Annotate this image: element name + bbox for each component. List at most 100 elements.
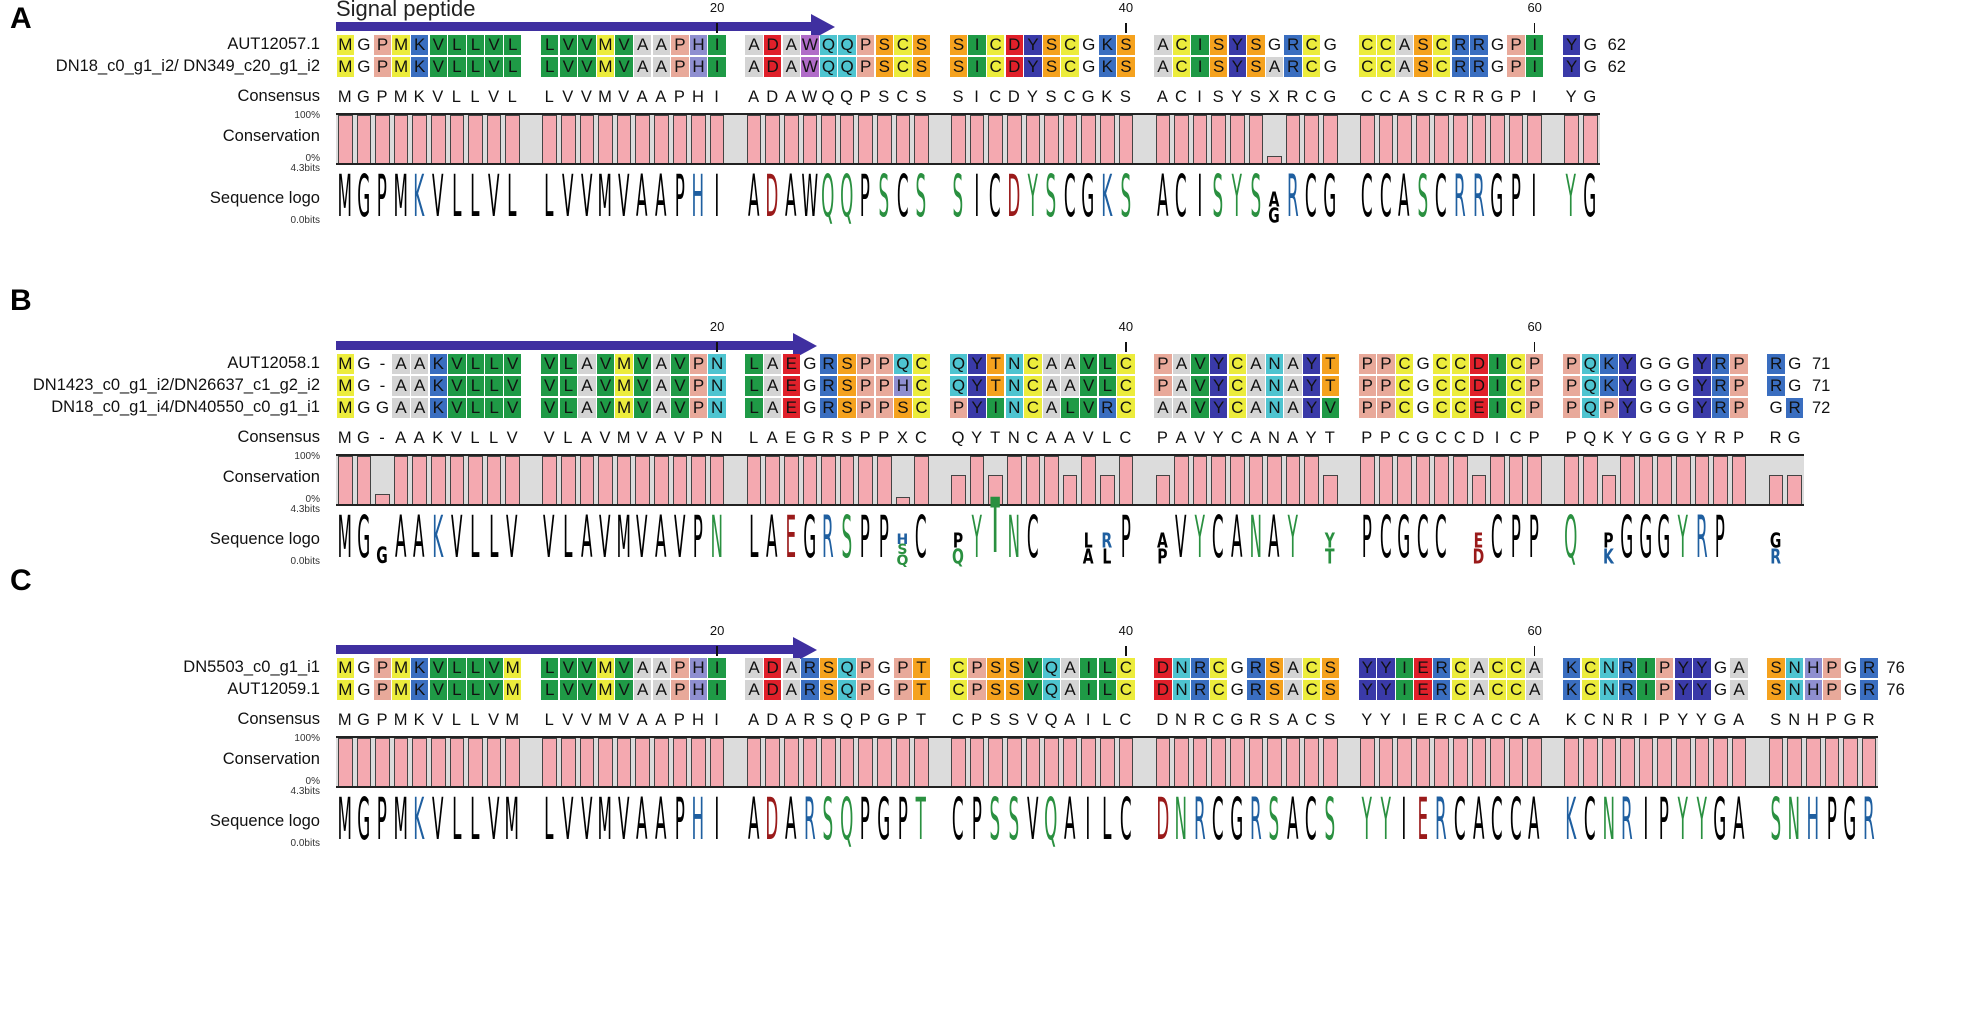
- conservation-bar: [412, 738, 427, 786]
- consensus-residue: V: [580, 711, 592, 729]
- conservation-bar: [1100, 738, 1115, 786]
- conservation-bar: [1044, 115, 1059, 163]
- conservation-bar: [672, 115, 688, 163]
- conservation-bar: [765, 456, 780, 504]
- sequence-logo-column: V: [503, 509, 521, 568]
- sequence-logo-column: [1451, 510, 1469, 568]
- conservation-bar: [1694, 456, 1710, 504]
- conservation-bar: [486, 115, 502, 163]
- residue: A: [633, 658, 652, 678]
- residue: L: [540, 658, 559, 678]
- consensus-residue: P: [1361, 429, 1373, 447]
- sequence-logo-column: P: [1655, 791, 1673, 850]
- sequence-logo-column: K: [1562, 791, 1580, 850]
- consensus-residue: V: [432, 711, 444, 729]
- residue: S: [1247, 35, 1265, 55]
- conservation-bar: [1062, 738, 1078, 786]
- conservation-bar: [1731, 456, 1747, 504]
- residue: Q: [819, 35, 838, 55]
- consensus-residue: A: [748, 711, 760, 729]
- residue: Y: [1209, 398, 1228, 418]
- residue: G: [1713, 658, 1728, 677]
- consensus-residue: A: [395, 429, 407, 447]
- logo-letter: L: [507, 162, 517, 231]
- sequence-logo-column: Y: [1024, 162, 1042, 231]
- consensus-residue: C: [1305, 711, 1318, 729]
- conservation-bar: [709, 738, 725, 786]
- logo-letter: V: [1175, 503, 1187, 572]
- sequence-logo-column: C: [1414, 509, 1432, 568]
- sequence-logo-column: V: [615, 168, 633, 227]
- conservation-bar: [1824, 738, 1840, 786]
- residue: M: [336, 398, 355, 418]
- consensus-residue: M: [616, 429, 631, 447]
- residue: T: [986, 354, 1005, 374]
- consensus-residue: Y: [1565, 88, 1577, 106]
- sequence-name: DN1423_c0_g1_i2/DN26637_c1_g2_i2: [32, 376, 320, 394]
- residue: L: [1098, 354, 1117, 374]
- residue: I: [1637, 680, 1655, 700]
- consensus-residue: C: [1360, 88, 1373, 106]
- logo-letter: C: [1509, 785, 1522, 854]
- sequence-logo-column: P: [689, 509, 707, 568]
- conservation-bar: [1601, 738, 1617, 786]
- conservation-bar: [765, 738, 780, 786]
- residue: Y: [1693, 354, 1711, 374]
- residue: C: [1024, 354, 1042, 374]
- conservation-bar: [1471, 475, 1487, 504]
- consensus-residue: C: [1230, 429, 1243, 447]
- sequence-logo-column: C: [1172, 168, 1190, 227]
- logo-letter: Y: [1027, 162, 1038, 231]
- residue: I: [1488, 354, 1507, 374]
- residue: D: [1154, 658, 1172, 678]
- consensus-residue: I: [714, 711, 719, 729]
- residue: N: [1005, 376, 1024, 396]
- residue: K: [429, 354, 448, 374]
- residue: T: [1321, 354, 1340, 374]
- panel-letter: C: [10, 564, 32, 597]
- logo-letter: A: [785, 162, 797, 231]
- consensus-residue: A: [785, 88, 797, 106]
- conservation-bar: [951, 738, 966, 786]
- residue: R: [1191, 658, 1209, 678]
- sequence-logo-column: N: [1247, 503, 1265, 572]
- logo-letter: N: [1249, 503, 1262, 572]
- residue: C: [1228, 398, 1247, 418]
- consensus-residue: C: [915, 429, 927, 447]
- logo-letter: G: [356, 785, 370, 854]
- residue: R: [819, 354, 838, 374]
- sequence-logo-column: [1302, 510, 1320, 568]
- residue: Y: [1024, 57, 1042, 77]
- consensus-residue: A: [655, 429, 667, 447]
- conservation-bar: [1583, 115, 1598, 163]
- residue: A: [1265, 57, 1284, 77]
- residue: L: [503, 57, 522, 77]
- residue: D: [1470, 376, 1488, 396]
- conservation-bar: [1861, 738, 1877, 786]
- logo-letter: S: [841, 503, 852, 572]
- residue: C: [1395, 354, 1414, 374]
- residue: R: [1785, 398, 1804, 418]
- consensus-residue: S: [952, 88, 964, 106]
- consensus-residue: P: [1510, 88, 1522, 106]
- residue: C: [1061, 57, 1079, 77]
- consensus-residue: R: [1193, 711, 1206, 729]
- logo-letter: S: [1212, 162, 1224, 231]
- conservation-bar: [1471, 738, 1487, 786]
- residue: -: [379, 354, 386, 373]
- sequence-logo-column: G: [1841, 791, 1859, 850]
- logo-letter: P: [952, 529, 964, 554]
- conservation-bar: [858, 738, 873, 786]
- residue: P: [875, 354, 894, 374]
- residue: S: [838, 376, 856, 396]
- sequence-logo-column: D: [763, 791, 781, 850]
- residue: A: [652, 354, 671, 374]
- sequence-logo-column: N: [1172, 791, 1190, 850]
- conservation-bar: [877, 115, 892, 163]
- conservation-bar: [1062, 475, 1078, 504]
- sequence-logo-column: A: [633, 791, 651, 850]
- sequence-logo-column: G: [1655, 509, 1673, 568]
- consensus-residue: P: [673, 88, 685, 106]
- residue: M: [336, 354, 355, 374]
- logo-letter: M: [393, 785, 408, 854]
